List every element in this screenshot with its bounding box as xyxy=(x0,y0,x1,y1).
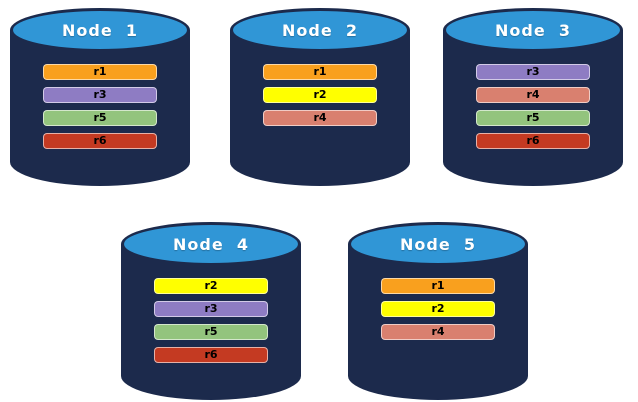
node-5-cylinder: Node 5 r1 r2 r4 xyxy=(348,222,528,400)
replica-bar-r1: r1 xyxy=(263,64,377,80)
replica-bar-r6: r6 xyxy=(154,347,268,363)
replica-bar-r2: r2 xyxy=(381,301,495,317)
node-1-title: Node 1 xyxy=(62,20,138,40)
node-3-cylinder: Node 3 r3 r4 r5 r6 xyxy=(443,8,623,186)
replica-label: r4 xyxy=(526,88,540,101)
replica-bar-r3: r3 xyxy=(154,301,268,317)
node-2-cylinder-top: Node 2 xyxy=(230,8,410,52)
node-3-title: Node 3 xyxy=(495,20,571,40)
replica-bar-r6: r6 xyxy=(476,133,590,149)
node-4-title: Node 4 xyxy=(173,234,249,254)
node-1-cylinder-top: Node 1 xyxy=(10,8,190,52)
node-5-cylinder-body xyxy=(348,244,528,400)
replica-bar-r2: r2 xyxy=(154,278,268,294)
node-3-cylinder-body xyxy=(443,30,623,186)
replica-bar-r3: r3 xyxy=(476,64,590,80)
replica-label: r5 xyxy=(93,111,107,124)
replica-label: r6 xyxy=(526,134,540,147)
replica-label: r3 xyxy=(204,302,218,315)
replica-label: r2 xyxy=(204,279,218,292)
replica-bar-r1: r1 xyxy=(43,64,157,80)
node-2-cylinder: Node 2 r1 r2 r4 xyxy=(230,8,410,186)
replica-label: r2 xyxy=(431,302,445,315)
replica-label: r4 xyxy=(313,111,327,124)
node-1-replica-list: r1 r3 r5 r6 xyxy=(10,64,190,149)
node-1-cylinder-body xyxy=(10,30,190,186)
replica-bar-r1: r1 xyxy=(381,278,495,294)
node-5-cylinder-top: Node 5 xyxy=(348,222,528,266)
node-5-replica-list: r1 r2 r4 xyxy=(348,278,528,340)
replica-label: r5 xyxy=(526,111,540,124)
replica-bar-r3: r3 xyxy=(43,87,157,103)
replica-label: r1 xyxy=(93,65,107,78)
node-4-replica-list: r2 r3 r5 r6 xyxy=(121,278,301,363)
replica-bar-r5: r5 xyxy=(154,324,268,340)
replica-bar-r5: r5 xyxy=(476,110,590,126)
replica-label: r1 xyxy=(313,65,327,78)
replica-label: r4 xyxy=(431,325,445,338)
node-4-cylinder-top: Node 4 xyxy=(121,222,301,266)
replica-label: r3 xyxy=(93,88,107,101)
replica-bar-r4: r4 xyxy=(381,324,495,340)
node-2-cylinder-body xyxy=(230,30,410,186)
replica-bar-r2: r2 xyxy=(263,87,377,103)
replica-label: r6 xyxy=(93,134,107,147)
node-3-replica-list: r3 r4 r5 r6 xyxy=(443,64,623,149)
node-1-cylinder: Node 1 r1 r3 r5 r6 xyxy=(10,8,190,186)
replica-label: r1 xyxy=(431,279,445,292)
replica-bar-r4: r4 xyxy=(263,110,377,126)
replica-bar-r5: r5 xyxy=(43,110,157,126)
node-2-replica-list: r1 r2 r4 xyxy=(230,64,410,126)
replica-label: r5 xyxy=(204,325,218,338)
replica-bar-r4: r4 xyxy=(476,87,590,103)
replica-bar-r6: r6 xyxy=(43,133,157,149)
node-4-cylinder: Node 4 r2 r3 r5 r6 xyxy=(121,222,301,400)
replica-label: r6 xyxy=(204,348,218,361)
node-3-cylinder-top: Node 3 xyxy=(443,8,623,52)
replica-label: r3 xyxy=(526,65,540,78)
node-4-cylinder-body xyxy=(121,244,301,400)
replica-label: r2 xyxy=(313,88,327,101)
node-2-title: Node 2 xyxy=(282,20,358,40)
node-5-title: Node 5 xyxy=(400,234,476,254)
